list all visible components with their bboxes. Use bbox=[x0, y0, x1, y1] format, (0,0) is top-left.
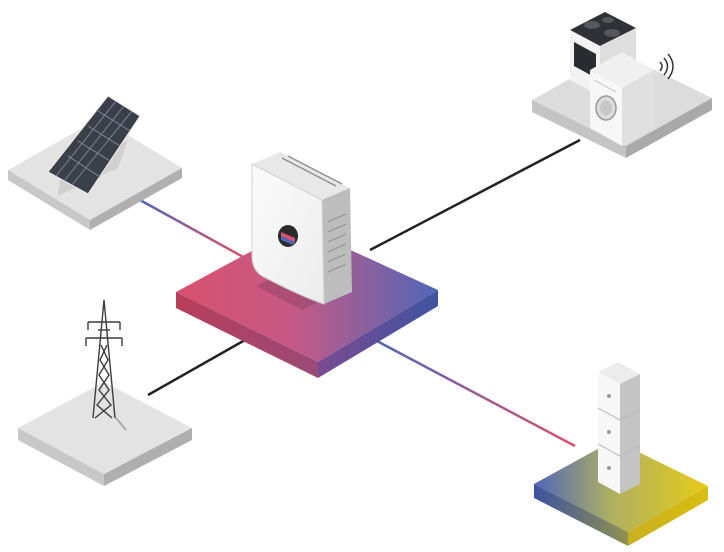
washing-machine-icon bbox=[590, 52, 654, 146]
solar-panel-icon bbox=[47, 95, 141, 196]
power-grid-node bbox=[18, 299, 192, 486]
battery-icon bbox=[597, 362, 641, 494]
battery-connection-line bbox=[374, 338, 576, 448]
appliances-connection-line bbox=[369, 138, 581, 252]
battery-storage-node bbox=[534, 362, 708, 546]
grid-platform-top bbox=[18, 382, 192, 474]
solar-panel-node bbox=[8, 95, 182, 230]
inverter-hub bbox=[176, 152, 438, 378]
connection-lines bbox=[139, 138, 581, 448]
wireless-signal-icon bbox=[659, 53, 674, 80]
grid-connection-line bbox=[147, 338, 246, 397]
solar-connection-line bbox=[139, 198, 246, 260]
appliances-node bbox=[532, 12, 712, 158]
transmission-tower-icon bbox=[85, 299, 127, 431]
inverter-icon bbox=[251, 152, 352, 305]
